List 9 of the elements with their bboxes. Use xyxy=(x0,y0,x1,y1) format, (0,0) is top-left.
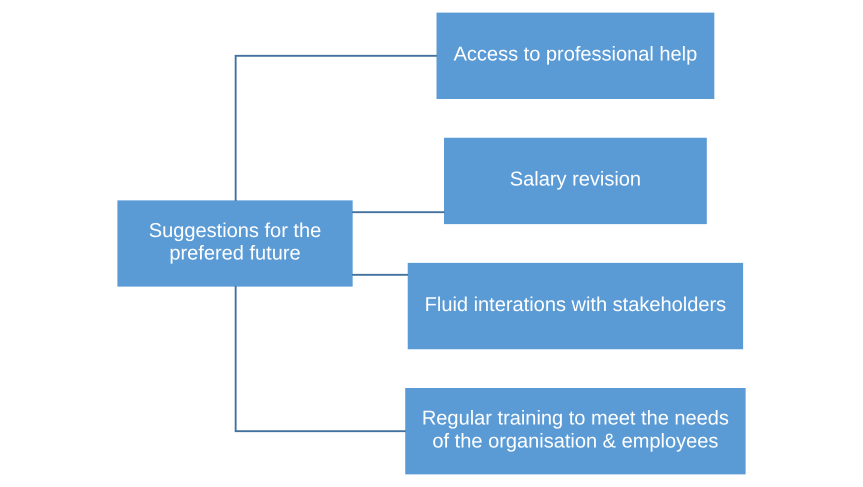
connector xyxy=(352,211,445,214)
connector xyxy=(352,274,408,276)
node-box: Regular training to meet the needs of the organisation & employees xyxy=(405,388,746,474)
connector xyxy=(234,286,406,432)
node-box: Suggestions for the prefered future xyxy=(117,200,353,287)
node-box: Salary revision xyxy=(444,138,707,224)
connector xyxy=(234,54,437,201)
node-box: Fluid interations with stakeholders xyxy=(408,262,744,350)
node-box: Access to professional help xyxy=(436,12,714,99)
